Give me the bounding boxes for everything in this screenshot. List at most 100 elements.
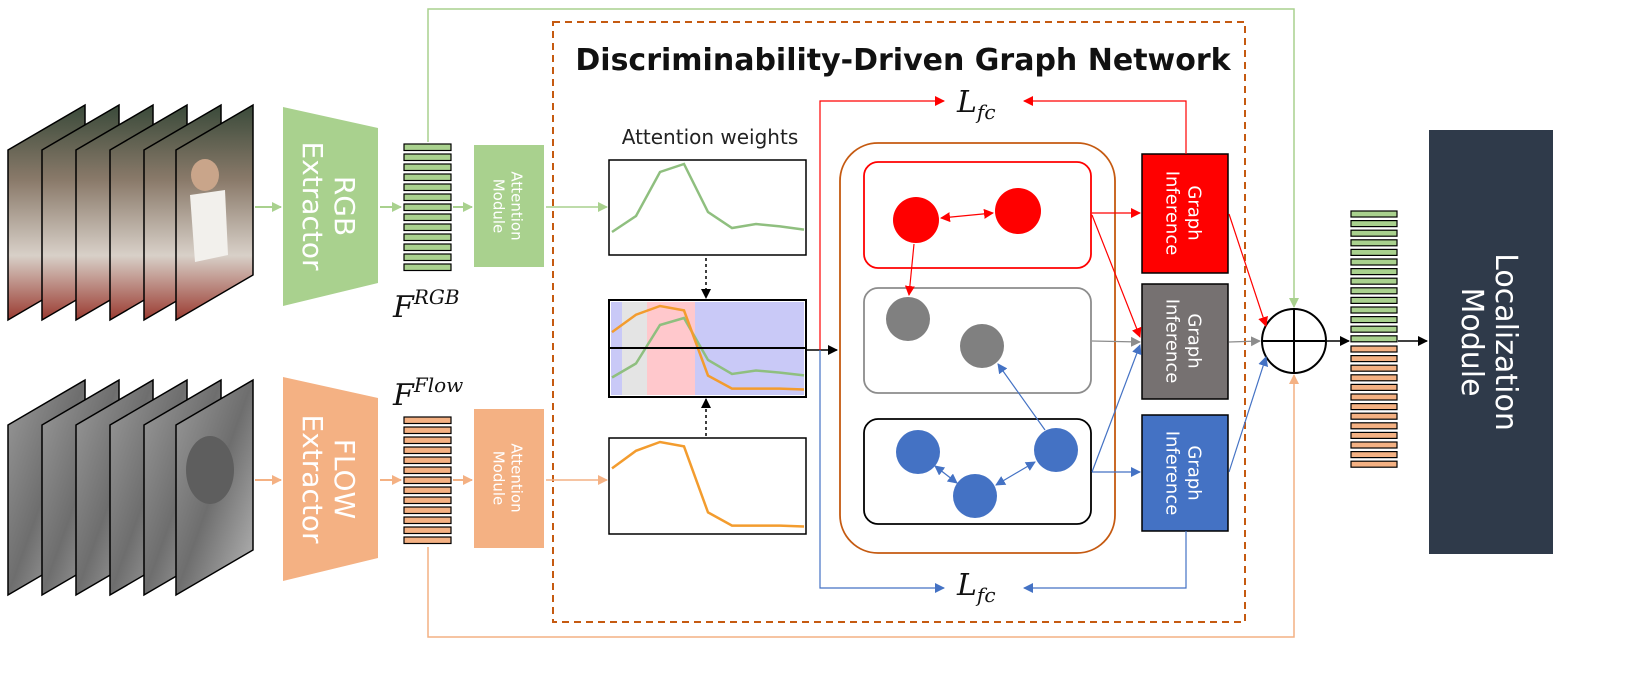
giRedLabel-line: Inference (1161, 171, 1182, 256)
gray-graph-box (863, 287, 1092, 394)
flow-extractor-label: FLOWExtractor (296, 415, 361, 544)
flow-attention-module (474, 409, 544, 548)
blue-node (1034, 428, 1078, 472)
flow-extractor (283, 377, 378, 581)
fused-rgb-feature-cell (1350, 335, 1398, 343)
flowAttnLabel-line: Module (490, 451, 508, 506)
rgb-feature-cell (403, 263, 452, 272)
flow-feature-cell (403, 426, 452, 435)
rgb-frames (7, 103, 254, 322)
flow-feature-cell (403, 526, 452, 535)
blue-node (953, 474, 997, 518)
flow-feature-label: FFlow (392, 373, 463, 413)
gray-inference-to-fusion (1228, 336, 1261, 347)
fused-rgb-feature-cell (1350, 229, 1398, 237)
rgb-feature-cell (403, 163, 452, 172)
giGrayLabel-line: Inference (1161, 299, 1182, 384)
ddgn-title: Discriminability-Driven Graph Network (575, 43, 1231, 78)
rgb-feature-cell (403, 173, 452, 182)
fused-flow-feature-cell (1350, 422, 1398, 430)
giBlueLabel-line: Inference (1161, 431, 1182, 516)
blue-node (896, 430, 940, 474)
rgbExtractorLabel-line: RGB (328, 176, 361, 236)
fused-rgb-feature-cell (1350, 258, 1398, 266)
fused-flow-feature-cell (1350, 451, 1398, 459)
blue-graph-inference (1141, 414, 1229, 532)
flow-feature-cell (403, 486, 452, 495)
flow-feature-stack (403, 416, 452, 545)
flow-frames (7, 378, 254, 597)
gray-graph-inference (1141, 283, 1229, 400)
red-graph-to-gray-inference (1091, 214, 1142, 338)
rgb-feature-label: FRGB (392, 285, 460, 325)
fused-flow-feature-cell (1350, 355, 1398, 363)
rgbAttnLabel-line: Attention (508, 171, 526, 240)
red-graph-box (863, 161, 1092, 269)
ddgn-dashed-border (552, 21, 1246, 623)
rgb-feature-cell (403, 193, 452, 202)
rgb-feature-cell (403, 213, 452, 222)
fused-rgb-feature-cell (1350, 287, 1398, 295)
fused-flow-curve (611, 304, 805, 391)
red-edge (940, 208, 994, 223)
fused-rgb-feature-cell (1350, 239, 1398, 247)
blue-edge (995, 461, 1036, 486)
blue-to-gray-edge (997, 363, 1046, 431)
flowExtractorLabel-line: FLOW (328, 439, 361, 519)
flow-attention-module-label: AttentionModule (490, 443, 526, 512)
red-graph-inference (1141, 153, 1229, 274)
locLabel-line: Localization (1488, 253, 1523, 431)
flow-feature-cell (403, 516, 452, 525)
locLabel-line: Module (1454, 287, 1489, 396)
rgb-attention-plot (608, 159, 807, 256)
localization-module (1429, 130, 1553, 554)
fused-rgb-feature-cell (1350, 316, 1398, 324)
rgb-attention-module (474, 145, 544, 267)
flow-feature-cell (403, 476, 452, 485)
rgbAttnLabel-line: Module (490, 179, 508, 234)
blue-graph-to-gray-inference (1091, 344, 1142, 473)
red-loss-path-left (819, 96, 945, 350)
rgb-attention-curve (611, 162, 805, 234)
fused-flow-feature-cell (1350, 364, 1398, 372)
flowExtractorLabel-line: Extractor (296, 415, 329, 544)
red-inference-to-fusion (1228, 213, 1268, 327)
flow-feature-cell (403, 436, 452, 445)
top-loss-label: Lfc (956, 85, 996, 124)
rgb-feature-cell (403, 243, 452, 252)
fused-flow-feature-cell (1350, 412, 1398, 420)
blue-graph-inference-label: GraphInference (1161, 431, 1204, 516)
rgb-feature-cell (403, 203, 452, 212)
blue-edge (934, 465, 958, 484)
red-node (995, 188, 1041, 234)
rgb-feature-cell (403, 143, 452, 152)
red-to-gray-edge (904, 243, 915, 296)
blue-inference-to-fusion (1228, 356, 1269, 473)
fused-flow-feature-cell (1350, 460, 1398, 468)
rgb-extractor-label: RGBExtractor (296, 142, 361, 271)
rgbExtractorLabel-line: Extractor (296, 142, 329, 271)
fused-flow-feature-cell (1350, 383, 1398, 391)
rgb-feature-cell (403, 233, 452, 242)
fused-flow-feature-cell (1350, 431, 1398, 439)
rgb-extractor (283, 107, 378, 306)
flow-feature-cell (403, 506, 452, 515)
blue-loss-path-right (1023, 531, 1187, 593)
rgb-attention-module-label: AttentionModule (490, 171, 526, 240)
gray-node (960, 324, 1004, 368)
fused-flow-feature-cell (1350, 403, 1398, 411)
flow-skip-connection (427, 374, 1299, 638)
blue-graph-box (863, 418, 1092, 525)
rgb-skip-connection (427, 8, 1299, 308)
flow-feature-cell (403, 446, 452, 455)
red-graph-inference-label: GraphInference (1161, 171, 1204, 256)
fused-rgb-feature-cell (1350, 306, 1398, 314)
fused-attention-plot (608, 299, 807, 398)
fused-rgb-feature-cell (1350, 268, 1398, 276)
gray-graph-inference-label: GraphInference (1161, 299, 1204, 384)
flow-feature-cell (403, 466, 452, 475)
rgb-feature-stack (403, 143, 452, 272)
fused-flow-feature-cell (1350, 374, 1398, 382)
rgb-feature-cell (403, 253, 452, 262)
bottom-loss-label: Lfc (956, 568, 996, 607)
